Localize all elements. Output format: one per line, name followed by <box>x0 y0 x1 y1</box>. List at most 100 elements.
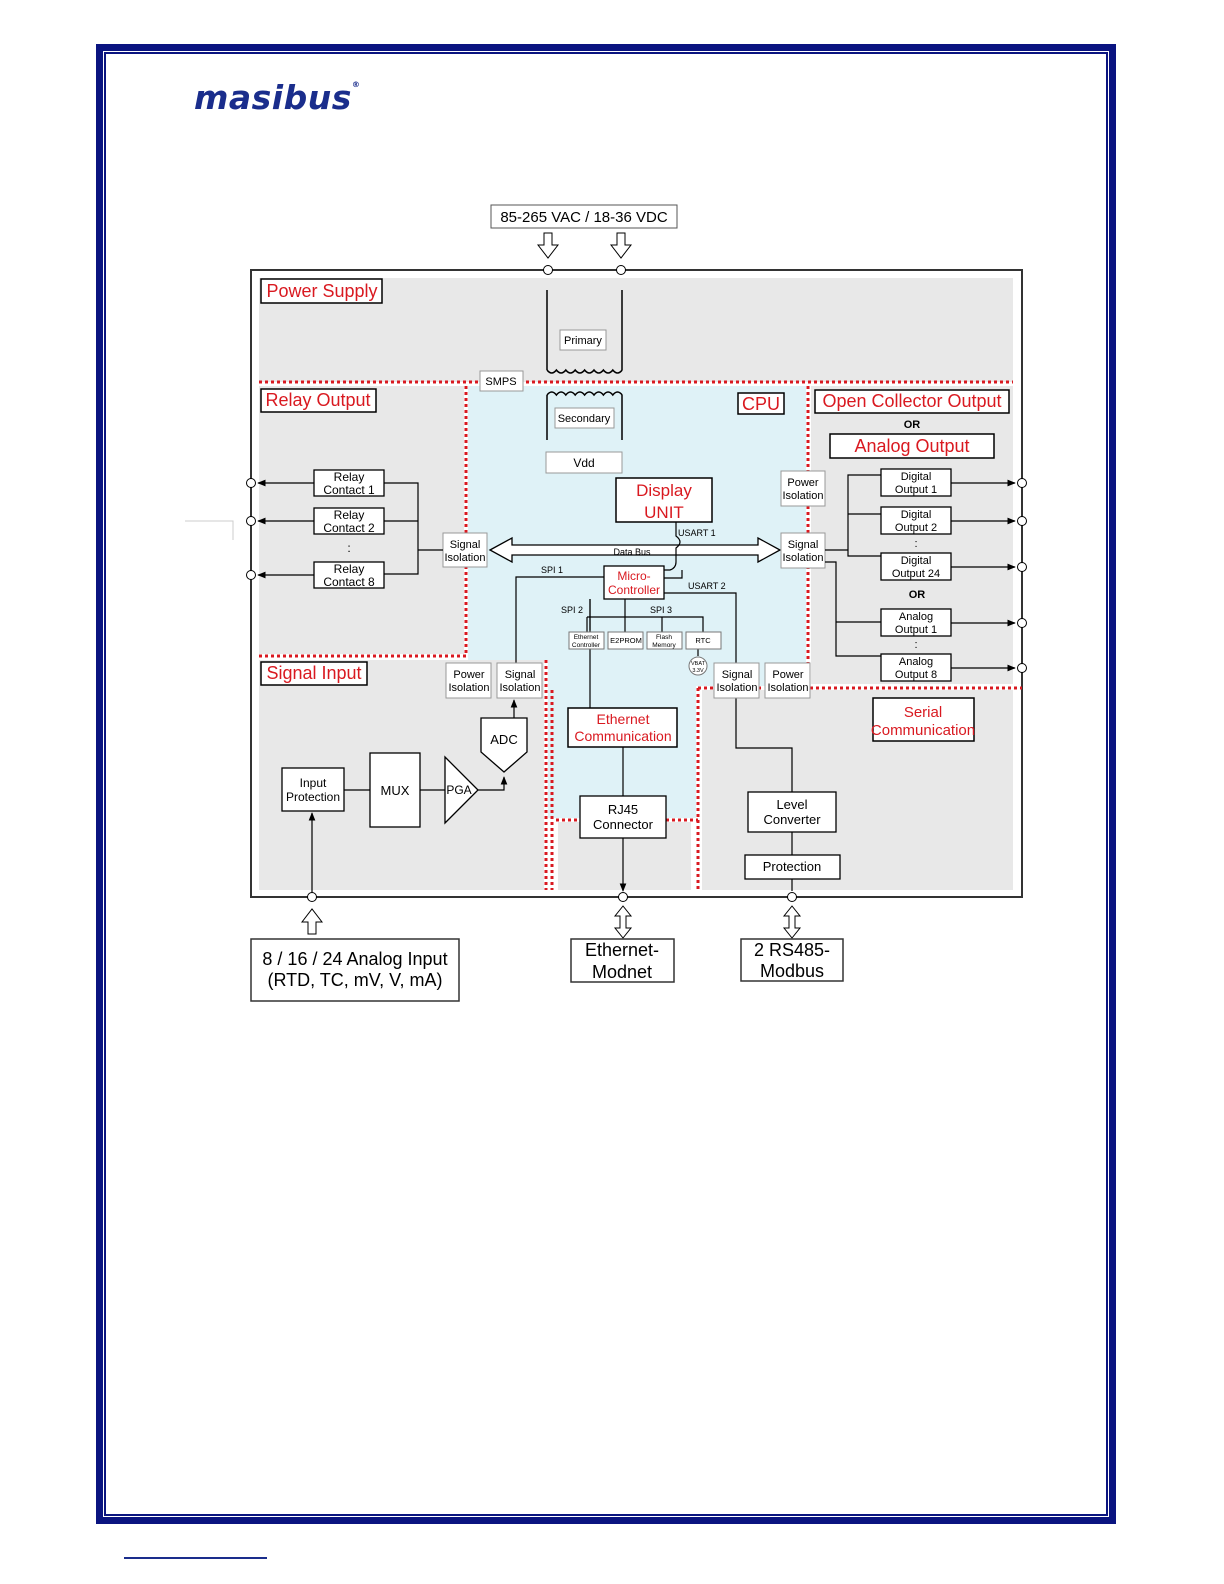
secondary-block: Secondary <box>554 407 615 429</box>
svg-text:Communication: Communication <box>871 722 975 739</box>
input-wiring <box>308 699 518 893</box>
svg-text:Analog Output: Analog Output <box>854 436 969 456</box>
svg-text:Protection: Protection <box>763 859 822 874</box>
signal-isolation-output: Signal Isolation <box>780 532 826 569</box>
svg-text:Signal Input: Signal Input <box>266 663 361 683</box>
vdd-block: Vdd <box>545 451 623 474</box>
svg-text:ADC: ADC <box>490 732 517 747</box>
svg-text:E2PROM: E2PROM <box>610 636 642 645</box>
power-isolation-input: Power Isolation <box>445 662 492 699</box>
analog-input-arrow <box>300 908 324 935</box>
svg-text:Output 1: Output 1 <box>895 484 937 496</box>
svg-text:Relay: Relay <box>334 562 365 576</box>
flash-memory-block: Flash Memory <box>646 631 683 650</box>
input-protection-block: Input Protection <box>281 767 345 812</box>
rj45-connector-block: RJ45 Connector <box>579 795 667 839</box>
svg-text:Protection: Protection <box>286 790 340 804</box>
page-border-inner <box>104 52 1108 1516</box>
svg-text:Serial: Serial <box>904 704 942 721</box>
svg-text:Digital: Digital <box>901 555 932 567</box>
svg-text:Relay: Relay <box>334 470 365 484</box>
svg-text:Primary: Primary <box>564 335 602 347</box>
svg-text:Isolation: Isolation <box>449 682 490 694</box>
relay-dots: : <box>347 541 350 555</box>
display-unit-block: Display UNIT <box>615 477 713 523</box>
relay-output-label: Relay Output <box>260 388 377 413</box>
svg-text:MUX: MUX <box>381 783 410 798</box>
relay-wiring <box>257 479 443 579</box>
svg-text:3.3V: 3.3V <box>692 668 704 674</box>
svg-text:Isolation: Isolation <box>500 682 541 694</box>
transformer <box>546 290 623 440</box>
or-label-2: OR <box>909 589 926 601</box>
svg-text:Display: Display <box>636 481 692 500</box>
svg-text:Contact 2: Contact 2 <box>323 521 375 535</box>
svg-text:Data Bus: Data Bus <box>613 547 651 557</box>
svg-text:Modbus: Modbus <box>760 961 824 981</box>
svg-text:Flash: Flash <box>656 634 672 641</box>
svg-text:Vdd: Vdd <box>573 456 594 470</box>
spi1-label: SPI 1 <box>541 565 563 575</box>
rs485-double-arrow <box>782 905 802 939</box>
svg-text:Power: Power <box>453 669 485 681</box>
relay-contact-2: Relay Contact 2 <box>313 507 385 535</box>
relay-contact-1: Relay Contact 1 <box>313 469 385 497</box>
svg-text:Contact 1: Contact 1 <box>323 483 375 497</box>
svg-text:RJ45: RJ45 <box>608 802 638 817</box>
svg-text:Output 2: Output 2 <box>895 522 937 534</box>
analog-output-label: Analog Output <box>829 433 995 459</box>
svg-text:Controller: Controller <box>608 583 660 597</box>
svg-text:Relay Output: Relay Output <box>265 390 370 410</box>
svg-text:Power Supply: Power Supply <box>266 281 377 301</box>
e2prom-block: E2PROM <box>607 631 644 650</box>
svg-text:Signal: Signal <box>788 539 819 551</box>
svg-text:Input: Input <box>300 776 327 790</box>
svg-text:Isolation: Isolation <box>783 490 824 502</box>
footer-rule <box>124 1557 267 1559</box>
bottom-terminals <box>307 892 797 902</box>
svg-text:8 / 16 / 24 Analog Input: 8 / 16 / 24 Analog Input <box>262 949 447 969</box>
serial-communication-label: Serial Communication <box>871 697 975 742</box>
rtc-block: RTC <box>685 631 722 650</box>
svg-text:Output 24: Output 24 <box>892 568 940 580</box>
svg-text:Connector: Connector <box>593 817 654 832</box>
analog-output-1: Analog Output 1 <box>880 608 952 637</box>
svg-text:VBAT: VBAT <box>691 661 706 667</box>
usart1-line <box>664 522 681 571</box>
vbat-battery: VBAT 3.3V <box>688 656 708 676</box>
supply-input: 85-265 VAC / 18-36 VDC <box>490 204 678 275</box>
digital-output-24: Digital Output 24 <box>880 552 952 581</box>
usart2-label: USART 2 <box>688 581 726 591</box>
svg-text:Relay: Relay <box>334 508 365 522</box>
svg-text:Converter: Converter <box>763 812 821 827</box>
svg-text:Power: Power <box>787 477 819 489</box>
level-converter-block: Level Converter <box>747 791 837 833</box>
svg-text:Level: Level <box>776 797 807 812</box>
cpu-wiring <box>515 570 737 796</box>
svg-text:Digital: Digital <box>901 509 932 521</box>
ethernet-double-arrow <box>613 905 633 939</box>
svg-text:Output 8: Output 8 <box>895 669 937 681</box>
analog-output-8: Analog Output 8 <box>880 653 952 682</box>
signal-isolation-input: Signal Isolation <box>496 662 543 699</box>
svg-text:Power: Power <box>772 669 804 681</box>
mux-block: MUX <box>369 752 421 828</box>
ethernet-communication-block: Ethernet Communication <box>567 707 678 748</box>
page-border-outer <box>96 44 1116 1524</box>
adc-block: ADC <box>480 717 528 773</box>
open-collector-label: Open Collector Output <box>814 389 1010 414</box>
serial-wiring <box>735 698 793 891</box>
svg-text:CPU: CPU <box>742 394 780 414</box>
svg-text:Secondary: Secondary <box>558 413 611 425</box>
margin-mark <box>185 520 234 540</box>
power-isolation-output: Power Isolation <box>780 470 826 507</box>
svg-text:SMPS: SMPS <box>485 376 516 388</box>
ethernet-modnet-box: Ethernet- Modnet <box>570 938 675 983</box>
rs485-modbus-box: 2 RS485- Modbus <box>740 938 844 982</box>
svg-text:Signal: Signal <box>450 539 481 551</box>
output-wiring <box>825 474 1016 672</box>
primary-block: Primary <box>559 329 607 351</box>
svg-text:Open Collector Output: Open Collector Output <box>822 391 1001 411</box>
serial-protection-block: Protection <box>744 854 841 880</box>
